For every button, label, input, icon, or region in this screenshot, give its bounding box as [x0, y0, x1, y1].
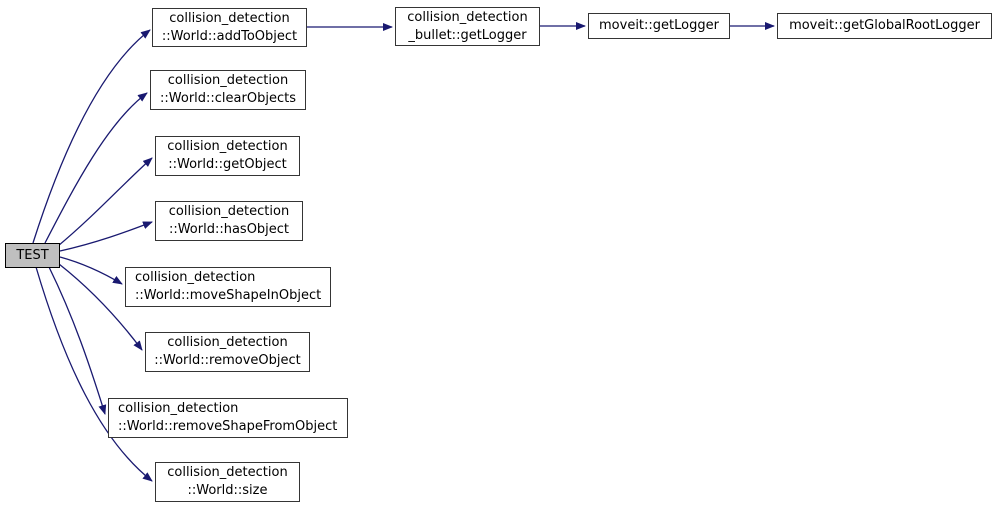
node-moveit-get-logger[interactable]: moveit::getLogger: [588, 13, 730, 39]
edge-test-to-remove-shape-from-object: [48, 266, 107, 415]
node-size[interactable]: collision_detection ::World::size: [155, 462, 300, 502]
node-remove-object[interactable]: collision_detection ::World::removeObjec…: [145, 332, 310, 372]
node-get-object[interactable]: collision_detection ::World::getObject: [155, 136, 300, 176]
edge-test-to-has-object: [59, 221, 153, 252]
edge-test-to-get-object: [57, 157, 153, 247]
edge-test-to-size: [35, 266, 153, 482]
node-clear-objects[interactable]: collision_detection ::World::clearObject…: [150, 70, 306, 110]
edge-test-to-add-to-object: [32, 29, 151, 244]
node-moveit-get-global-root-logger[interactable]: moveit::getGlobalRootLogger: [777, 13, 992, 39]
edge-test-to-remove-object: [58, 263, 143, 351]
node-bullet-get-logger[interactable]: collision_detection _bullet::getLogger: [395, 7, 540, 46]
node-add-to-object[interactable]: collision_detection ::World::addToObject: [152, 8, 307, 47]
edge-test-to-move-shape-in-object: [59, 256, 123, 285]
node-has-object[interactable]: collision_detection ::World::hasObject: [155, 201, 303, 241]
node-remove-shape-from-object[interactable]: collision_detection ::World::removeShape…: [108, 398, 348, 438]
edge-test-to-clear-objects: [44, 92, 148, 244]
node-move-shape-in-object[interactable]: collision_detection ::World::moveShapeIn…: [125, 267, 331, 307]
node-test: TEST: [5, 243, 60, 268]
